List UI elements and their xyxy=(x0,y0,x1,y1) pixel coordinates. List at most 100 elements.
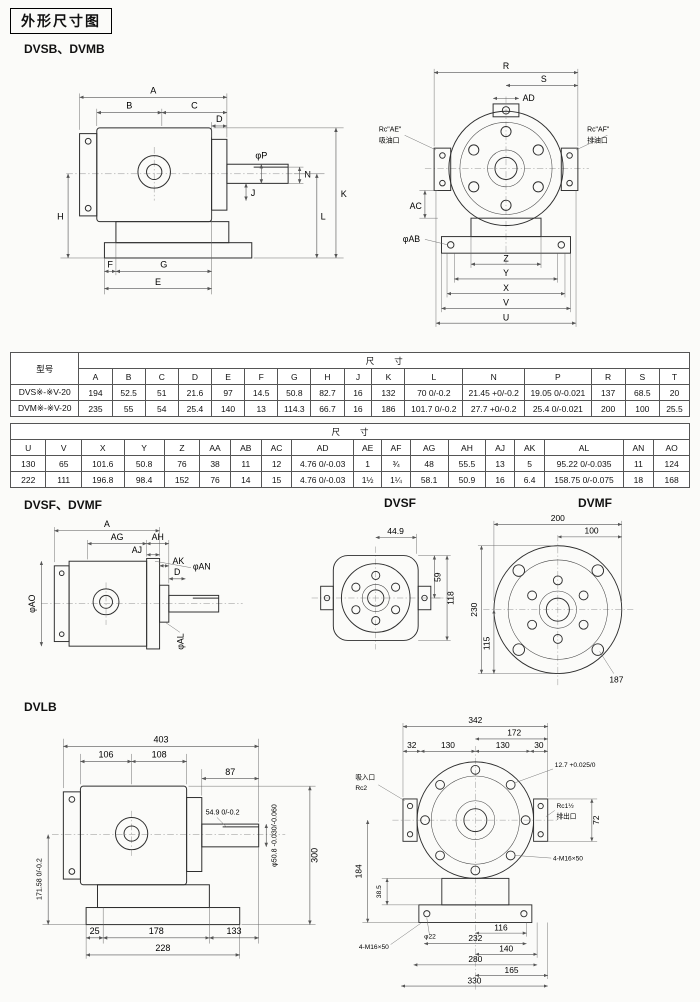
value-cell: 55.5 xyxy=(447,455,487,472)
dimensions: 200 100 230 115 187 xyxy=(469,513,624,685)
dim-AH: AH xyxy=(152,532,164,542)
label-dvsf: DVSF xyxy=(383,496,416,510)
dim-Y: Y xyxy=(503,268,509,278)
dim-phi22: φ22 xyxy=(424,933,436,940)
dim-D: D xyxy=(174,567,180,577)
column-header-cell: B xyxy=(111,368,146,385)
dimensions: A B C D φP N K L J xyxy=(57,85,347,295)
value-cell: 130 xyxy=(9,455,47,472)
dim-A: A xyxy=(104,519,110,529)
value-cell: 50.9 xyxy=(447,471,487,488)
section-label-dvsb-dvmb: DVSB、DVMB xyxy=(24,42,105,56)
value-cell: 1½ xyxy=(352,471,383,488)
value-cell: 196.8 xyxy=(80,471,125,488)
value-cell: 25.4 xyxy=(177,400,212,417)
dim-A: A xyxy=(150,85,157,95)
column-header-cell: K xyxy=(371,368,406,385)
dim-V: V xyxy=(503,298,509,308)
bolt-callout-right: 4-M16×50 xyxy=(553,856,583,863)
value-cell: 137 xyxy=(590,384,626,401)
column-header-cell: AC xyxy=(260,439,293,456)
drawing-dvsf-front-view: 44.9 59 118 xyxy=(311,526,455,650)
column-header-cell: AF xyxy=(381,439,411,456)
dim-72: 72 xyxy=(591,815,601,825)
dim-133: 133 xyxy=(227,926,242,936)
column-header-cell: AG xyxy=(409,439,449,456)
dim-342: 342 xyxy=(468,716,482,725)
drawing-dvsb-front-view: R S AD Rc"AE" 吸油口 Rc"AF" 排油口 AC φAB Z xyxy=(379,61,610,327)
pump-outline-front xyxy=(433,103,579,254)
dim-25: 25 xyxy=(90,926,100,936)
value-cell: 11 xyxy=(622,455,655,472)
column-header-cell: AD xyxy=(291,439,354,456)
dim-30: 30 xyxy=(534,740,544,750)
dim-232: 232 xyxy=(468,933,482,943)
column-header-cell: U xyxy=(9,439,47,456)
drawing-dvsb-side-view: A B C D φP N K L J xyxy=(57,85,347,295)
dim-280: 280 xyxy=(468,954,482,964)
size-header: 尺寸 xyxy=(78,352,690,369)
flange-outline xyxy=(320,555,432,641)
column-header-cell: G xyxy=(277,368,312,385)
dvsb-dvmb-drawings: A B C D φP N K L J xyxy=(24,59,690,346)
value-cell: 14 xyxy=(229,471,262,488)
dim-140: 140 xyxy=(499,944,513,954)
value-cell: 194 xyxy=(78,384,113,401)
drawing-dvlb-side-view: 403 106 108 87 54.9 0/-0.2 φ50.8 -0.030/… xyxy=(36,735,319,959)
dim-X: X xyxy=(503,283,509,293)
dim-165: 165 xyxy=(505,965,519,975)
section-label-dvsf-dvmf: DVSF、DVMF xyxy=(24,498,103,512)
column-header-cell: H xyxy=(310,368,345,385)
column-header-cell: V xyxy=(45,439,82,456)
section-labels-dvsf: DVSF、DVMF DVSF DVMF xyxy=(10,496,690,512)
value-cell: 111 xyxy=(45,471,82,488)
column-header-cell: E xyxy=(210,368,246,385)
dim-R: R xyxy=(503,61,509,71)
flange-outline xyxy=(493,545,623,675)
dvsf-dvmf-drawings: A AG AH AJ AK D φAN φAO φAL xyxy=(10,512,690,694)
value-cell: 101.7 0/-0.2 xyxy=(404,400,464,417)
value-cell: 101.6 xyxy=(80,455,125,472)
value-cell: 52.5 xyxy=(111,384,146,401)
value-cell: 21.45 +0/-0.2 xyxy=(462,384,526,401)
value-cell: 58.1 xyxy=(409,471,449,488)
value-cell: 152 xyxy=(163,471,201,488)
dim-38-5: 38.5 xyxy=(376,885,383,898)
dim-C: C xyxy=(191,101,198,111)
column-header-cell: AE xyxy=(352,439,383,456)
dimensions: 44.9 59 118 xyxy=(375,526,455,641)
dim-AG: AG xyxy=(111,532,124,542)
column-header-cell: Z xyxy=(163,439,201,456)
column-header-cell: F xyxy=(244,368,279,385)
value-cell: 12 xyxy=(260,455,293,472)
value-cell: 50.8 xyxy=(277,384,312,401)
column-header-cell: AL xyxy=(544,439,624,456)
dim-32: 32 xyxy=(407,740,417,750)
value-cell: 200 xyxy=(590,400,626,417)
centerlines xyxy=(66,147,306,201)
dim-230: 230 xyxy=(469,602,479,616)
value-cell: 21.6 xyxy=(177,384,212,401)
value-cell: 132 xyxy=(371,384,406,401)
dim-F: F xyxy=(107,260,113,270)
value-cell: 70 0/-0.2 xyxy=(404,384,464,401)
value-cell: 16 xyxy=(485,471,515,488)
dim-AK: AK xyxy=(173,556,185,566)
outlet-port-label: 排出口 xyxy=(557,811,577,820)
dim-AC: AC xyxy=(410,201,422,211)
value-cell: 54 xyxy=(144,400,179,417)
table-header-row: 尺寸 xyxy=(10,423,690,440)
value-cell: 14.5 xyxy=(244,384,279,401)
label-dvmf: DVMF xyxy=(578,496,612,510)
dim-300: 300 xyxy=(309,848,319,863)
dim-key-tol: 54.9 0/-0.2 xyxy=(206,809,240,817)
value-cell: 50.8 xyxy=(123,455,165,472)
suction-port-label: 吸油口 xyxy=(379,136,400,145)
column-header-cell: J xyxy=(343,368,373,385)
dim-H: H xyxy=(57,212,64,222)
